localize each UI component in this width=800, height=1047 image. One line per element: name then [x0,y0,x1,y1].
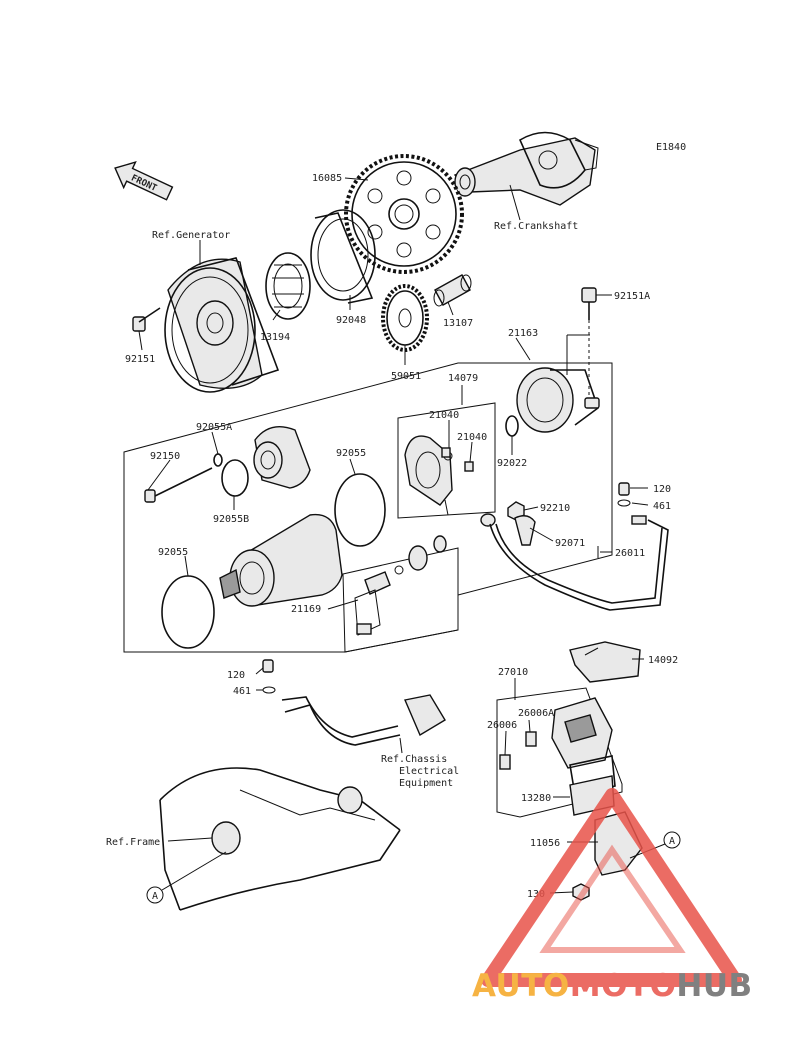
relay-group-box [496,687,623,818]
clutch-13194 [265,252,311,320]
part-labels: E1840 16085 Ref.Crankshaft Ref.Generator… [106,142,686,900]
terminal-21169 [354,535,447,636]
label-21163: 21163 [508,328,538,339]
crankshaft-illustration [453,131,599,206]
front-cover [253,426,311,489]
brush-21040 [441,447,474,472]
generator-rotor [164,257,280,393]
gear-59051 [381,284,429,352]
bolt-120-top [618,482,630,496]
label-92150: 92150 [150,451,180,462]
o-ring-92055-right [334,473,386,547]
watermark-part-1: AUTO [472,968,570,1004]
cable-26011 [480,513,669,611]
label-ref-crankshaft: Ref.Crankshaft [494,221,578,232]
label-130: 130 [527,889,545,900]
label-92151: 92151 [125,354,155,365]
watermark-part-2: MOTO [570,968,677,1004]
o-ring-92055B [221,459,249,497]
label-ref-chassis-2: Electrical [399,766,459,777]
bracket-21163 [516,334,600,433]
frame-illustration [159,767,401,911]
label-14092: 14092 [648,655,678,666]
ring-92048 [310,209,376,304]
callout-a-right-label: A [669,836,675,847]
label-ref-generator: Ref.Generator [152,230,230,241]
label-92055-left: 92055 [158,547,188,558]
label-26011: 26011 [615,548,645,559]
label-120-top: 120 [653,484,671,495]
label-13107: 13107 [443,318,473,329]
label-ref-frame: Ref.Frame [106,837,160,848]
watermark-text: AUTOMOTOHUB [472,968,753,1004]
label-27010: 27010 [498,667,528,678]
label-92055-right: 92055 [336,448,366,459]
shaft-13107 [433,274,472,307]
front-arrow-icon: FRONT [114,161,174,201]
bolt-92151 [132,307,161,332]
label-92055A: 92055A [196,422,232,433]
label-21040-b: 21040 [457,432,487,443]
bolt-92151A [581,287,597,400]
diagram-id: E1840 [656,142,686,153]
ground-cable [281,694,446,746]
starter-end-box [342,547,459,653]
brush-holder-box [397,402,496,519]
gear-16085 [344,154,464,274]
label-92210: 92210 [540,503,570,514]
label-13194: 13194 [260,332,290,343]
label-14079: 14079 [448,373,478,384]
brush-holder-14079 [404,435,453,516]
washer-461-left [262,686,276,694]
label-92022: 92022 [497,458,527,469]
o-ring-92055-left [161,575,215,649]
callout-a-left-label: A [152,891,158,902]
washer-461-top [617,499,631,507]
label-26006: 26006 [487,720,517,731]
fuse-26006 [499,754,511,770]
starter-motor-body [219,513,343,607]
fuse-26006A [525,731,537,747]
bolt-120-left [262,659,274,673]
label-92071: 92071 [555,538,585,549]
label-120-left: 120 [227,670,245,681]
label-26006A: 26006A [518,708,554,719]
label-ref-chassis-3: Equipment [399,778,453,789]
label-ref-chassis-1: Ref.Chassis [381,754,447,765]
label-11056: 11056 [530,838,560,849]
nut-92210 [507,501,525,521]
label-92048: 92048 [336,315,366,326]
bolt-92150 [144,467,213,503]
label-59051: 59051 [391,371,421,382]
watermark-part-3: HUB [676,968,752,1004]
o-ring-92055A [213,453,223,467]
cover-14092 [569,641,641,683]
label-461-left: 461 [233,686,251,697]
label-92151A: 92151A [614,291,650,302]
label-21040-a: 21040 [429,410,459,421]
watermark-logo: AUTOMOTOHUB [472,788,753,1004]
label-13280: 13280 [521,793,551,804]
callout-a-left: A [146,851,227,904]
label-461-top: 461 [653,501,671,512]
label-92055B: 92055B [213,514,249,525]
label-21169: 21169 [291,604,321,615]
o-ring-92022 [505,415,519,437]
label-16085: 16085 [312,173,342,184]
